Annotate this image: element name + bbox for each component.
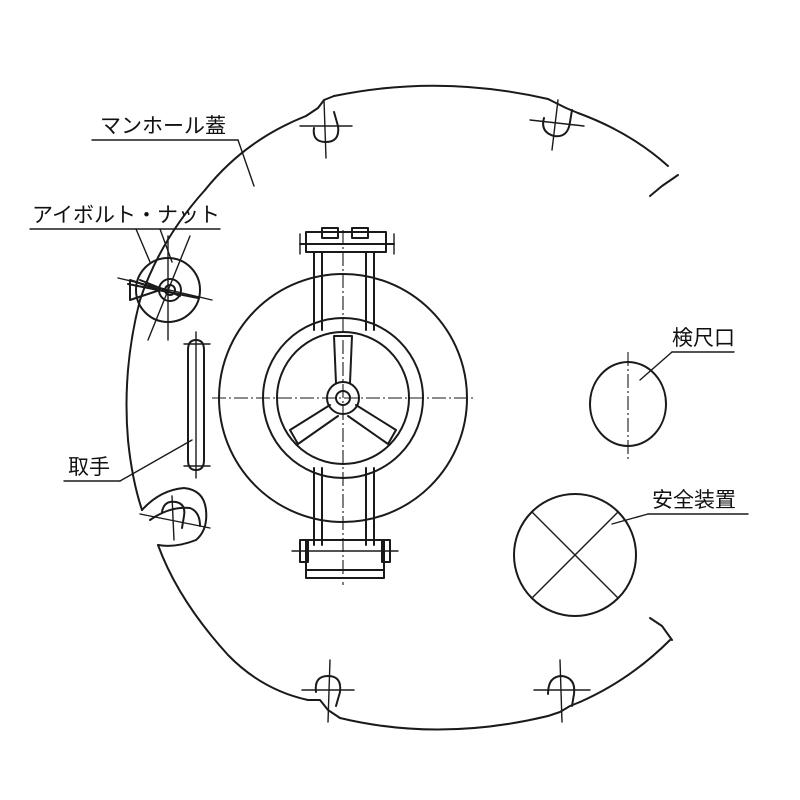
handwheel bbox=[262, 317, 424, 479]
label-gauge-port: 検尺口 bbox=[672, 326, 735, 350]
safety-device bbox=[513, 493, 637, 617]
hinge-bar bbox=[291, 227, 399, 579]
leader-lines bbox=[29, 139, 749, 525]
bolt-notch-left bbox=[139, 487, 211, 547]
label-safety-device: 安全装置 bbox=[652, 488, 736, 512]
bolt-notch-top-right bbox=[529, 98, 585, 151]
label-eye-bolt-nut: アイボルト・ナット bbox=[32, 203, 220, 227]
central-hatch bbox=[212, 230, 476, 585]
handle bbox=[183, 331, 211, 479]
label-manhole-cover: マンホール蓋 bbox=[100, 114, 226, 138]
label-handle: 取手 bbox=[68, 455, 110, 479]
bolt-notch-bottom-right bbox=[533, 659, 591, 723]
bolt-notch-bottom-left bbox=[301, 659, 355, 723]
cover-outline bbox=[125, 84, 679, 731]
gauge-port bbox=[589, 352, 667, 462]
eye-bolt-nut bbox=[117, 235, 213, 341]
bolt-notch-top-left bbox=[299, 95, 353, 159]
